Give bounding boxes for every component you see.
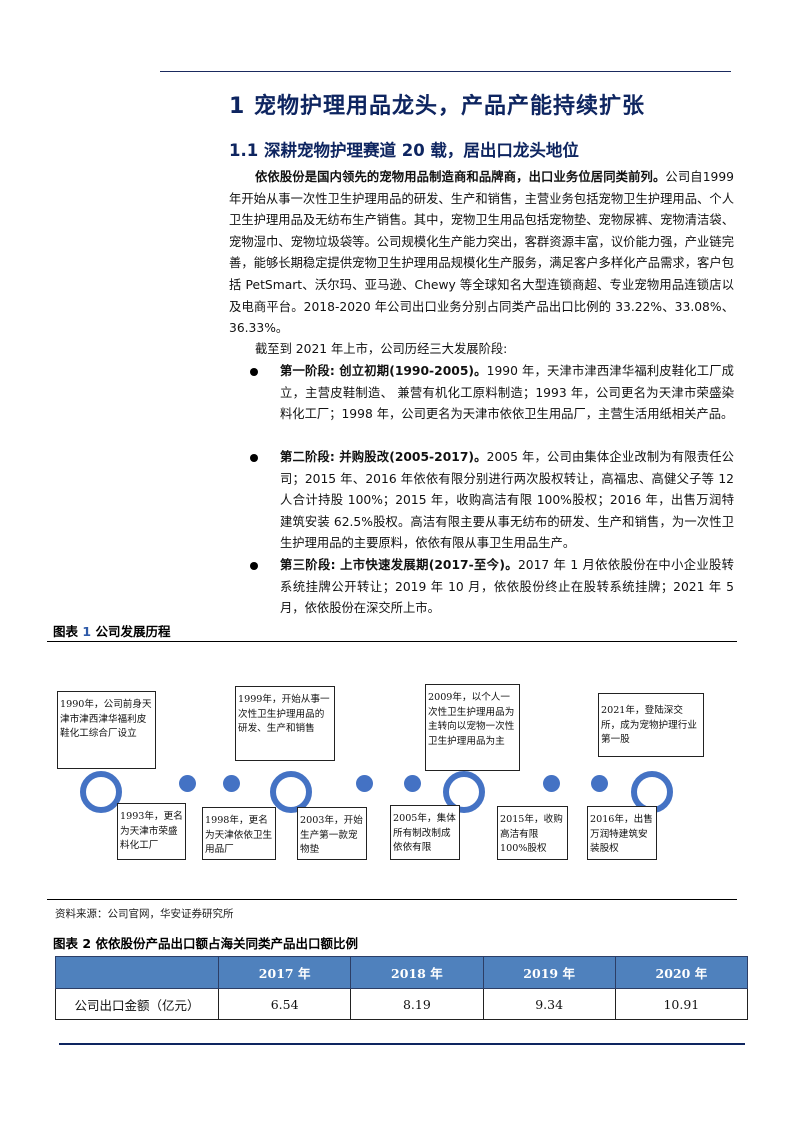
timeline-dot-marker	[179, 775, 196, 792]
stages-intro: 截至到 2021 年上市，公司历经三大发展阶段:	[255, 342, 508, 356]
timeline-ring-marker	[270, 771, 312, 813]
stage-item: 第三阶段: 上市快速发展期(2017-至今)。2017 年 1 月依依股份在中小…	[250, 555, 734, 620]
timeline-event-1998: 1998年，更名为天津依依卫生用品厂	[202, 807, 276, 860]
table-cell: 6.54	[217, 988, 352, 1020]
stage-title: 第三阶段: 上市快速发展期(2017-至今)。	[280, 558, 518, 572]
timeline-event-2009: 2009年，以个人一次性卫生护理用品为主转向以宠物一次性卫生护理用品为主	[425, 684, 520, 771]
timeline-dot-marker	[591, 775, 608, 792]
timeline-dot-marker	[543, 775, 560, 792]
timeline-event-2016: 2016年，出售万润特建筑安装股权	[587, 806, 657, 860]
figure2-title: 图表 2 依依股份产品出口额占海关同类产品出口额比例	[53, 936, 358, 951]
timeline-event-2005: 2005年，集体所有制改制成依依有限	[390, 805, 460, 860]
stage-item: 第一阶段: 创立初期(1990-2005)。1990 年，天津市津西津华福利皮鞋…	[250, 361, 734, 426]
timeline-event-2021: 2021年，登陆深交所，成为宠物护理行业第一股	[598, 693, 704, 757]
stage-item: 第二阶段: 并购股改(2005-2017)。2005 年，公司由集体企业改制为有…	[250, 447, 734, 555]
intro-text: 公司自1999 年开始从事一次性卫生护理用品的研发、生产和销售，主营业务包括宠物…	[229, 170, 734, 336]
figure1-title: 图表 1 公司发展历程	[53, 624, 171, 639]
timeline-event-2003: 2003年，开始生产第一款宠物垫	[297, 807, 367, 860]
subsection-heading: 1.1 深耕宠物护理赛道 20 载，居出口龙头地位	[229, 141, 579, 160]
table-cell: 9.34	[482, 988, 616, 1020]
column-header: 2017 年	[217, 956, 352, 989]
bullet-icon	[250, 454, 258, 462]
figure1-source: 资料来源：公司官网，华安证券研究所	[55, 908, 234, 920]
table-cell: 10.91	[614, 988, 749, 1020]
intro-paragraph: 依依股份是国内领先的宠物用品制造商和品牌商，出口业务位居同类前列。公司自1999…	[229, 167, 734, 340]
stage-text: 2017 年 1 月依依股份在中小企业股转系统挂牌公开转让；2019 年 10 …	[280, 558, 734, 616]
timeline-event-1993: 1993年，更名为天津市荣盛料化工厂	[117, 803, 186, 860]
stage-text: 2005 年，公司由集体企业改制为有限责任公司；2015 年、2016 年依依有…	[280, 450, 734, 551]
table-row: 公司出口金额（亿元） 6.54 8.19 9.34 10.91	[55, 988, 749, 1020]
row-label: 公司出口金额（亿元）	[55, 988, 219, 1020]
figure1-rule	[47, 641, 737, 642]
column-header: 2018 年	[350, 956, 484, 989]
column-header	[55, 956, 219, 989]
figure1-bottom-rule	[47, 899, 737, 900]
timeline-ring-marker	[80, 771, 122, 813]
timeline-dot-marker	[223, 775, 240, 792]
bullet-icon	[250, 562, 258, 570]
header-rule	[160, 71, 731, 72]
column-header: 2019 年	[482, 956, 616, 989]
timeline-event-2015: 2015年，收购高洁有限100%股权	[497, 806, 568, 860]
table-cell: 8.19	[350, 988, 484, 1020]
intro-lead: 依依股份是国内领先的宠物用品制造商和品牌商，出口业务位居同类前列。	[255, 170, 666, 184]
timeline-event-1999: 1999年，开始从事一次性卫生护理用品的研发、生产和销售	[235, 686, 335, 761]
timeline-dot-marker	[356, 775, 373, 792]
stage-title: 第二阶段: 并购股改(2005-2017)。	[280, 450, 487, 464]
stage-title: 第一阶段: 创立初期(1990-2005)。	[280, 364, 487, 378]
section-heading: 1 宠物护理用品龙头，产品产能持续扩张	[229, 94, 645, 119]
footer-rule	[59, 1043, 745, 1045]
timeline-dot-marker	[404, 775, 421, 792]
bullet-icon	[250, 368, 258, 376]
timeline-event-1990: 1990年，公司前身天津市津西津华福利皮鞋化工综合厂设立	[57, 691, 156, 769]
column-header: 2020 年	[614, 956, 749, 989]
stage-text: 1990 年，天津市津西津华福利皮鞋化工厂成立，主营皮鞋制造、 兼营有机化工原料…	[280, 364, 734, 422]
export-table: 2017 年 2018 年 2019 年 2020 年 公司出口金额（亿元） 6…	[55, 956, 749, 1020]
table-header-row: 2017 年 2018 年 2019 年 2020 年	[55, 956, 749, 989]
